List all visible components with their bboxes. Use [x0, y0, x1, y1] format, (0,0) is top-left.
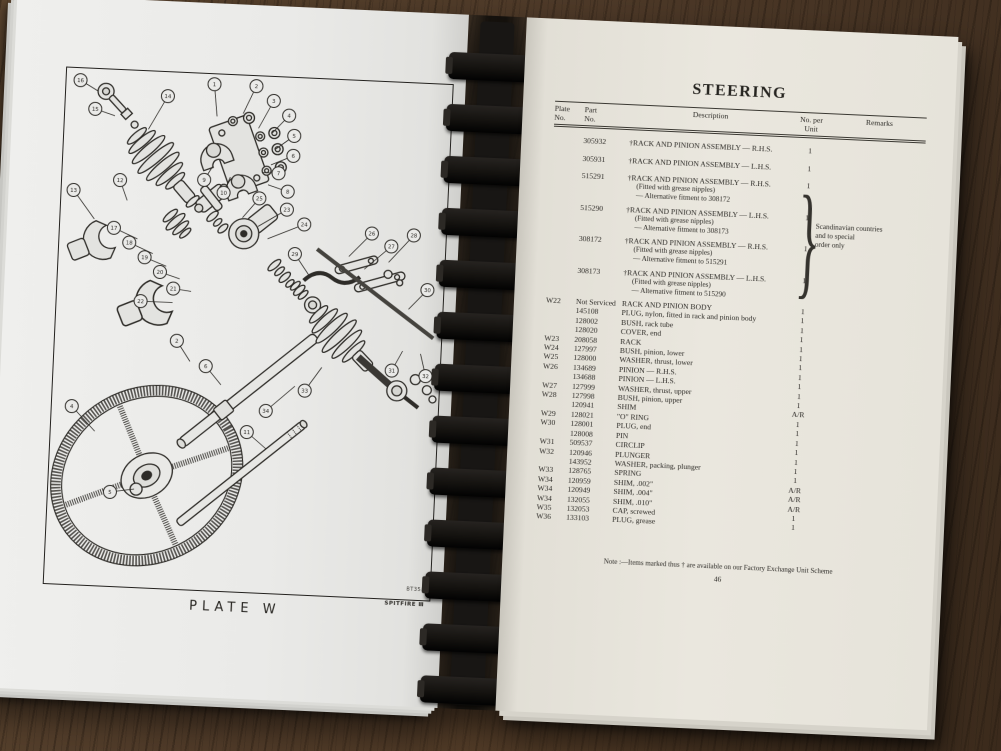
svg-text:24: 24 [301, 222, 309, 228]
svg-text:27: 27 [388, 244, 395, 250]
svg-text:5: 5 [292, 134, 296, 140]
svg-text:23: 23 [283, 207, 290, 213]
svg-text:1: 1 [213, 82, 217, 88]
svg-text:32: 32 [422, 374, 429, 380]
column-inner-shaft-drawing [176, 419, 308, 527]
spring-drawing [289, 280, 309, 300]
svg-text:30: 30 [424, 288, 432, 294]
tie-rod-end-right-drawing [386, 374, 437, 410]
yoke-drawing [66, 220, 117, 261]
svg-text:17: 17 [110, 226, 117, 232]
saddle-clamp-drawing [225, 174, 259, 202]
pinion-housing-drawing [228, 204, 279, 250]
page-footer: Note :—Items marked thus † are available… [532, 554, 905, 592]
svg-text:18: 18 [126, 240, 134, 246]
gaiter-lower-drawing [308, 305, 374, 372]
svg-text:6: 6 [204, 364, 208, 370]
svg-text:20: 20 [156, 270, 164, 276]
parts-table: Plate No. Part No. Description No. per U… [536, 100, 927, 538]
svg-text:33: 33 [301, 388, 308, 394]
svg-text:14: 14 [164, 94, 172, 100]
gaiter-small-drawing [162, 208, 192, 239]
svg-text:12: 12 [116, 178, 123, 184]
header-plate-no: Plate No. [554, 103, 571, 122]
svg-text:9: 9 [202, 178, 206, 184]
saddle-clamp-drawing [200, 142, 235, 172]
svg-text:28: 28 [410, 233, 418, 239]
svg-text:7: 7 [277, 171, 281, 177]
grease-pipe-drawing [302, 271, 362, 285]
svg-text:25: 25 [256, 196, 263, 202]
svg-text:8: 8 [286, 190, 290, 196]
svg-text:2: 2 [175, 339, 179, 345]
gaiter-upper-drawing [126, 127, 200, 208]
svg-text:31: 31 [388, 368, 395, 374]
steering-wheel-drawing [50, 384, 244, 567]
right-page: STEERING Plate No. Part No. Description … [495, 17, 959, 731]
svg-text:4: 4 [70, 404, 74, 410]
svg-text:26: 26 [368, 231, 376, 237]
svg-text:3: 3 [272, 99, 276, 105]
svg-text:16: 16 [77, 78, 85, 84]
svg-text:10: 10 [220, 191, 228, 197]
svg-text:34: 34 [262, 409, 270, 415]
tie-rod-end-left-drawing [97, 82, 134, 121]
column-outer-tube-drawing [176, 333, 319, 449]
svg-text:22: 22 [137, 299, 144, 305]
svg-text:11: 11 [243, 430, 250, 436]
header-description: Description [692, 109, 729, 121]
svg-text:15: 15 [92, 107, 99, 113]
exploded-steering-diagram: 1615141234567891013121718192021222324252… [50, 73, 437, 567]
svg-text:19: 19 [141, 255, 149, 261]
hub-nut-drawing [129, 482, 143, 496]
header-no-per-unit: No. per Unit [799, 114, 824, 134]
svg-text:21: 21 [170, 286, 177, 292]
header-remarks: Remarks [865, 117, 894, 129]
svg-text:5: 5 [108, 490, 112, 496]
svg-text:13: 13 [70, 188, 77, 194]
svg-text:29: 29 [291, 252, 299, 258]
svg-text:6: 6 [291, 154, 295, 160]
header-part-no: Part No. [584, 105, 598, 124]
svg-text:2: 2 [255, 84, 259, 90]
svg-text:4: 4 [287, 113, 291, 119]
yoke-drawing [116, 279, 174, 327]
